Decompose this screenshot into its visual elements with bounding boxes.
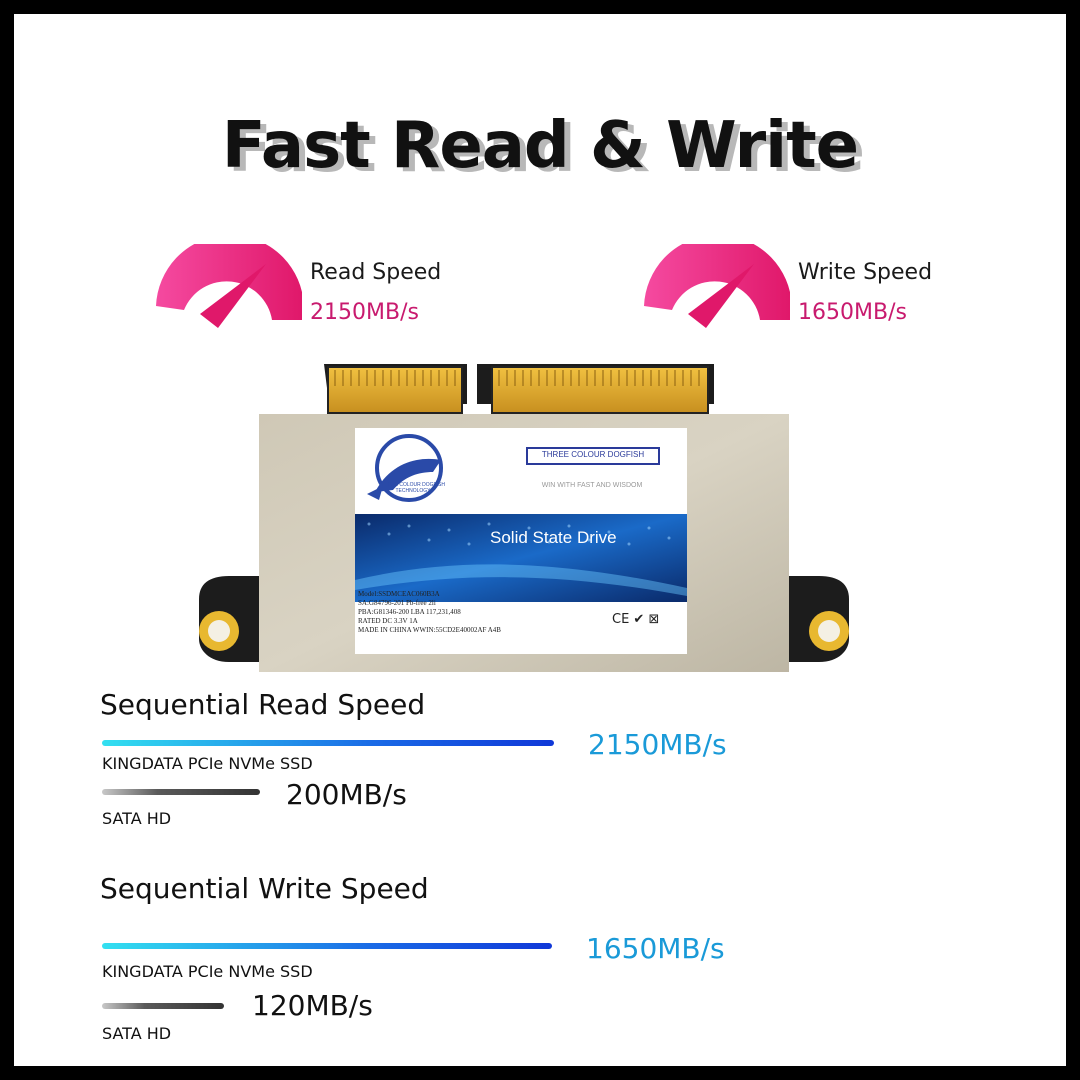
ssd-illustration [199, 364, 849, 672]
write-ssd-label: KINGDATA PCIe NVMe SSD [102, 962, 313, 981]
read-speed-label: Read Speed [310, 260, 442, 285]
spec-line: MADE IN CHINA WWIN:55CD2E40002AF A4B [358, 626, 501, 634]
spec-line: RATED DC 3.3V 1A [358, 617, 418, 625]
sequential-read-title: Sequential Read Speed [100, 688, 426, 721]
spec-line: Model:SSDMCEAC060B3A [358, 590, 440, 598]
write-ssd-value: 1650MB/s [586, 932, 725, 965]
read-speed-value: 2150MB/s [310, 300, 419, 325]
read-hdd-value: 200MB/s [286, 778, 407, 811]
speedometer-icon [644, 244, 790, 328]
write-hdd-label: SATA HD [102, 1024, 172, 1043]
read-ssd-label: KINGDATA PCIe NVMe SSD [102, 754, 313, 773]
sequential-write-title: Sequential Write Speed [100, 872, 429, 905]
page-title: Fast Read & Write [221, 109, 859, 183]
logo-text: THREE COLOUR DOGFISH TECHNOLOGY [381, 482, 445, 494]
brand-label: THREE COLOUR DOGFISH [541, 450, 645, 459]
spec-block: Model:SSDMCEAC060B3A SA:G84796-201 Pb-fr… [358, 590, 501, 635]
write-hdd-bar [102, 1003, 224, 1009]
slogan-label: WIN WITH FAST AND WISDOM [541, 482, 643, 489]
spec-line: PBA:G81346-200 LBA 117,231,408 [358, 608, 461, 616]
write-speed-label: Write Speed [798, 260, 933, 285]
spec-line: SA:G84796-201 Pb-free 2li [358, 599, 436, 607]
read-ssd-bar [102, 740, 554, 746]
write-speed-value: 1650MB/s [798, 300, 907, 325]
read-hdd-label: SATA HD [102, 809, 172, 828]
product-infographic: Fast Read & Write Read Speed 2150MB/s Wr… [14, 14, 1066, 1066]
product-name: Solid State Drive [490, 528, 617, 547]
read-ssd-value: 2150MB/s [588, 728, 727, 761]
speedometer-icon [156, 244, 302, 328]
write-hdd-value: 120MB/s [252, 989, 373, 1022]
read-hdd-bar [102, 789, 260, 795]
certification-marks: CE ✔ ⊠ [612, 612, 660, 627]
write-ssd-bar [102, 943, 552, 949]
